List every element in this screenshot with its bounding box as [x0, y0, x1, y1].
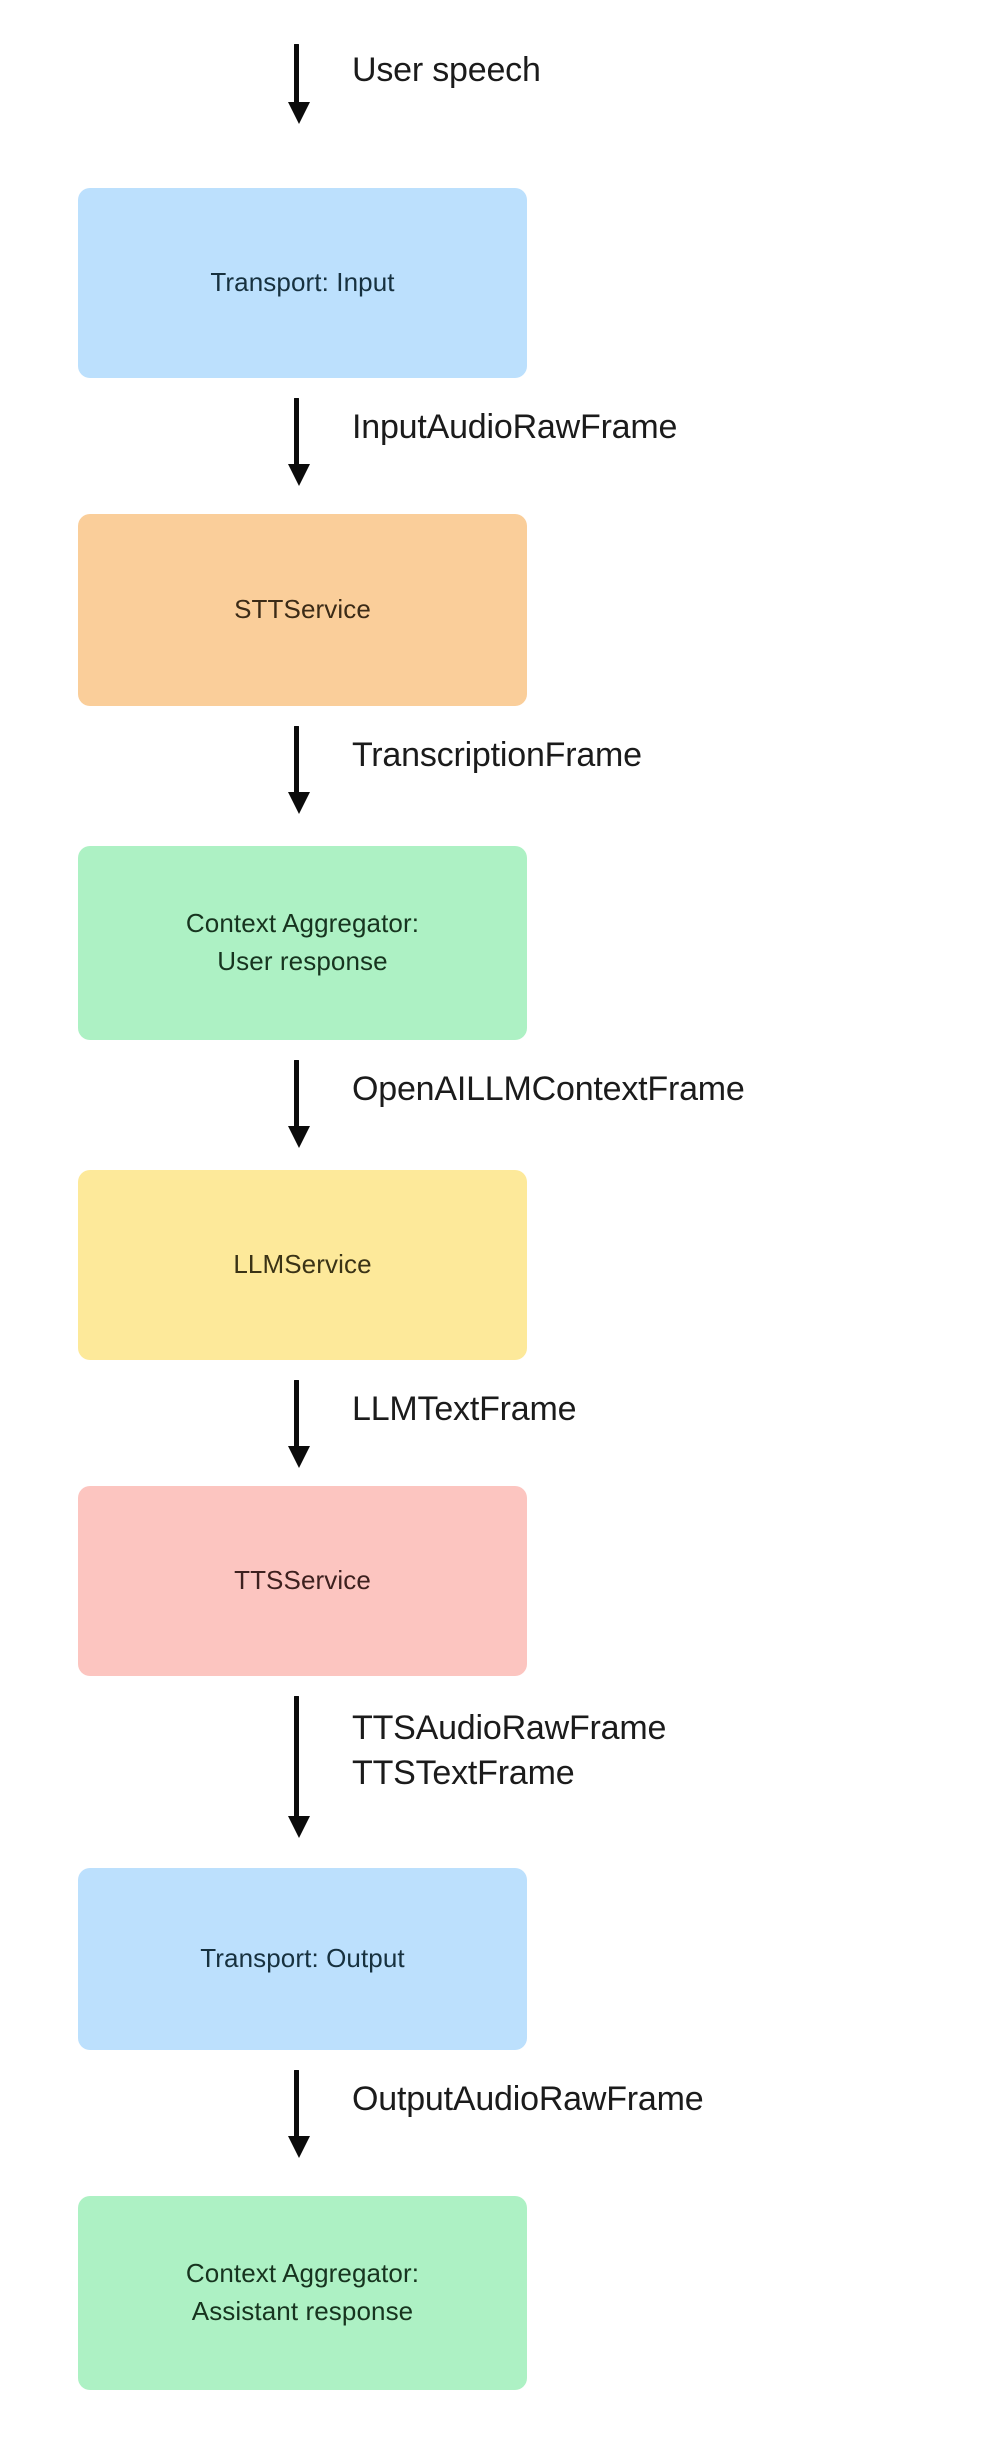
node-transport-output[interactable]: Transport: Output — [78, 1868, 527, 2050]
edge-label-llm-text-frame: LLMTextFrame — [352, 1390, 577, 1428]
node-stt-service[interactable]: STTService — [78, 514, 527, 706]
edge-label-input-audio-raw-frame: InputAudioRawFrame — [352, 408, 678, 446]
node-transport-input[interactable]: Transport: Input — [78, 188, 527, 378]
edge-label-transcription-frame: TranscriptionFrame — [352, 736, 642, 774]
node-label-line: Transport: Output — [200, 1943, 405, 1974]
node-label-line: Context Aggregator: — [185, 908, 420, 939]
node-label-line: LLMService — [233, 1249, 372, 1280]
edge-label-openai-llm-context-frame: OpenAILLMContextFrame — [352, 1070, 745, 1108]
edge-label-output-audio-raw-frame: OutputAudioRawFrame — [352, 2080, 704, 2118]
node-label-line: TTSService — [234, 1565, 371, 1596]
node-llm-service[interactable]: LLMService — [78, 1170, 527, 1360]
node-label-line: Assistant response — [191, 2296, 414, 2326]
edge-label-tts-audio-raw-and-text-frame: TTSAudioRawFrame TTSTextFrame — [352, 1709, 667, 1792]
node-tts-service[interactable]: TTSService — [78, 1486, 527, 1676]
node-label-line: User response — [217, 946, 388, 976]
node-label-line: Context Aggregator: — [185, 2258, 420, 2289]
node-context-aggregator-assistant[interactable]: Context Aggregator: Assistant response — [78, 2196, 527, 2390]
edge-label-user-speech: User speech — [352, 51, 541, 89]
node-label-line: Transport: Input — [210, 267, 395, 298]
node-label-line: STTService — [234, 594, 371, 625]
node-context-aggregator-user[interactable]: Context Aggregator: User response — [78, 846, 527, 1040]
